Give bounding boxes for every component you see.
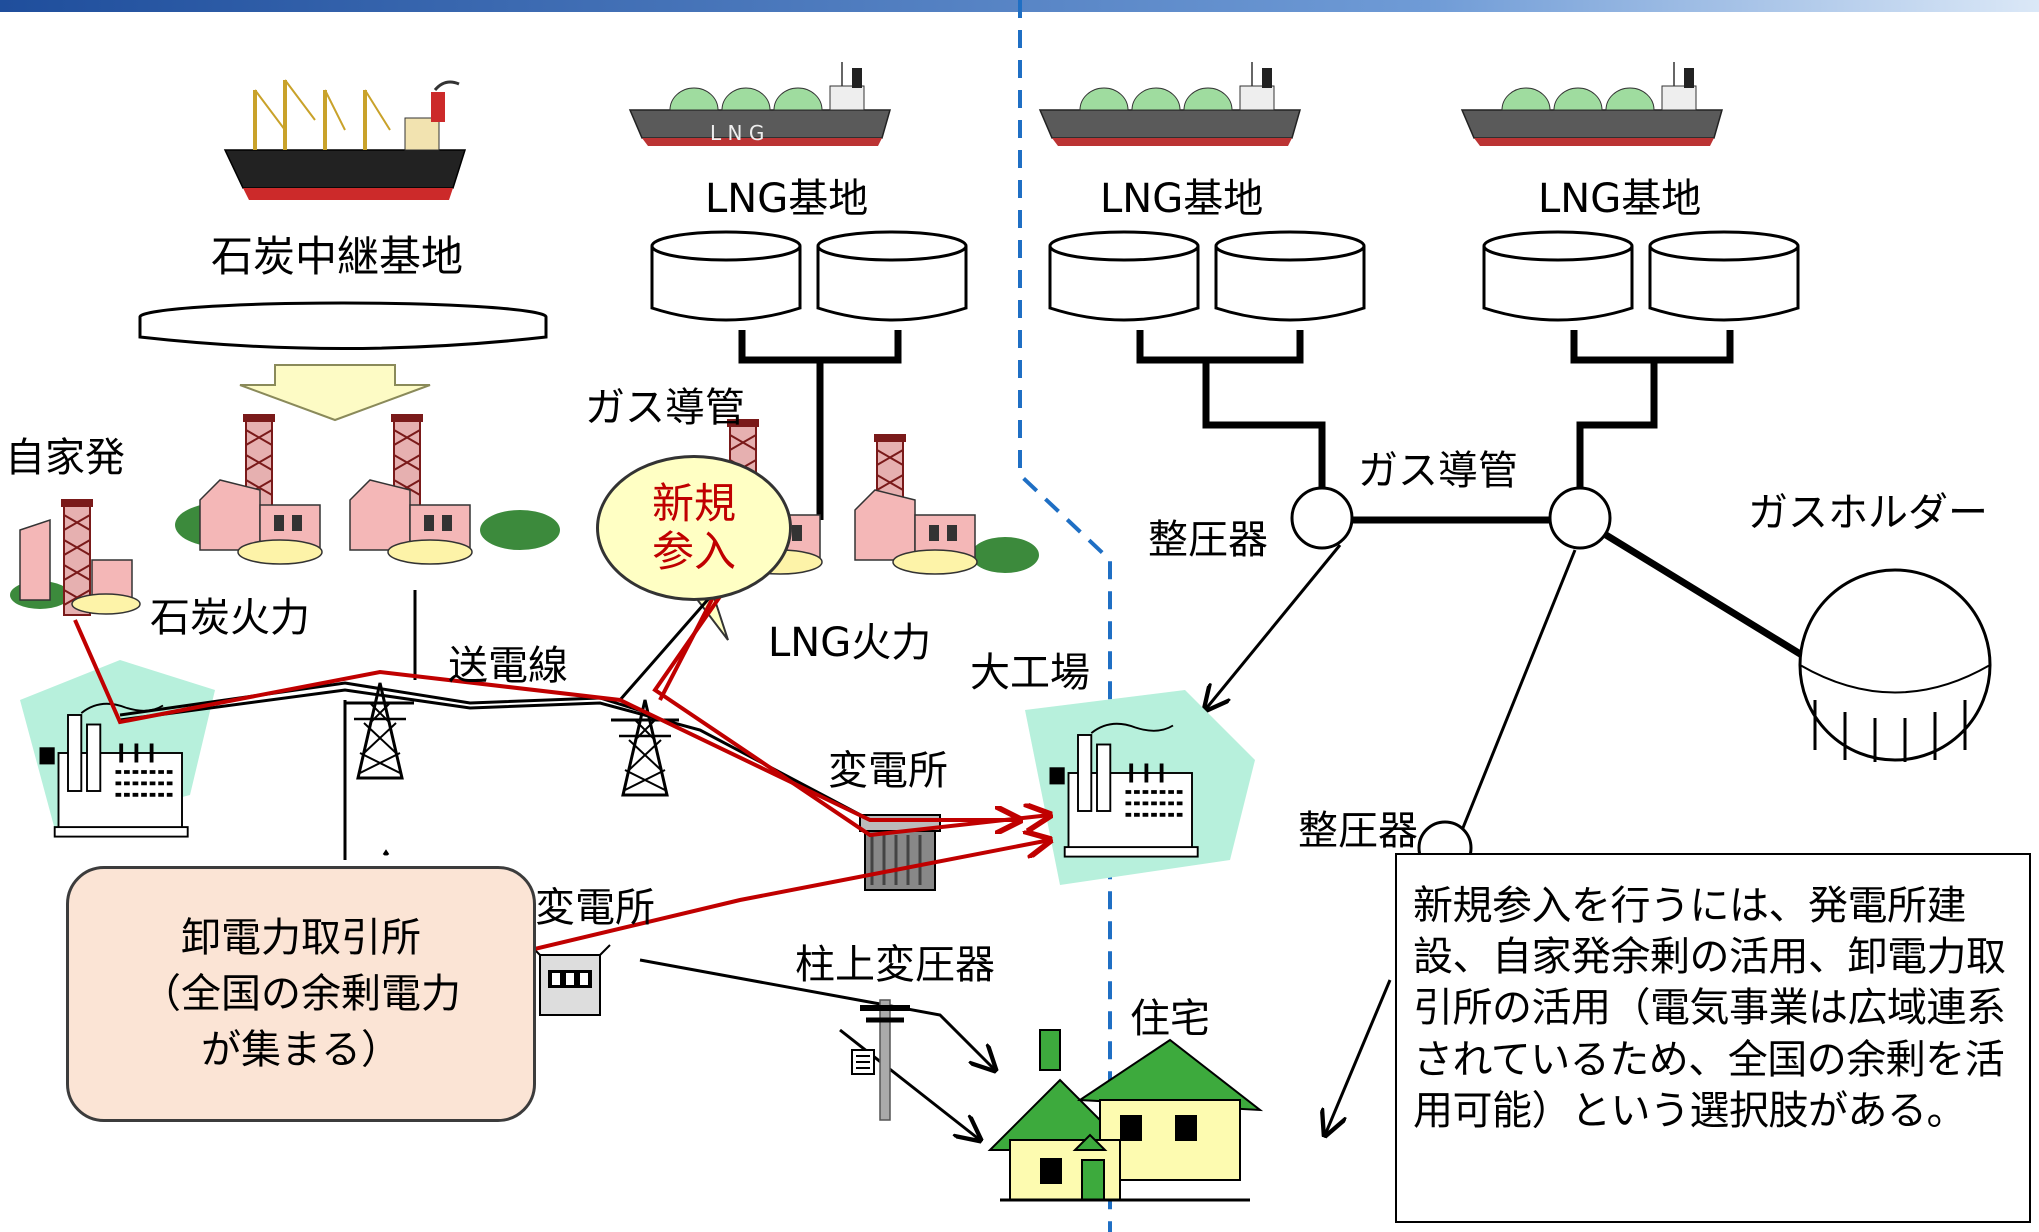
label-gas-holder: ガスホルダー xyxy=(1748,490,1988,536)
lng-tanks-1 xyxy=(650,230,968,322)
lng-thermal-plant-icon xyxy=(699,418,1039,575)
label-lng-thermal: LNG火力 xyxy=(768,620,932,666)
regulator-icon-1 xyxy=(1290,486,1354,550)
self-generation-plant-icon xyxy=(10,498,141,616)
region-divider xyxy=(1018,0,1112,1232)
substation-icon-1 xyxy=(859,814,941,891)
wholesale-exchange-text: 卸電力取引所 （全国の余剰電力 が集まる） xyxy=(141,915,461,1073)
label-residence: 住宅 xyxy=(1130,996,1210,1042)
lng-tanks-2 xyxy=(1048,230,1366,322)
note-text: 新規参入を行うには、発電所建設、自家発余剰の活用、卸電力取引所の活用（電気事業は… xyxy=(1413,883,2006,1134)
lng-tanks-3 xyxy=(1482,230,1800,322)
note-arrow xyxy=(1325,979,1392,1135)
lng-ship-icon-2 xyxy=(1039,61,1301,147)
label-lng-base-3: LNG基地 xyxy=(1538,176,1702,222)
wholesale-exchange-box: 卸電力取引所 （全国の余剰電力 が集まる） xyxy=(66,866,536,1122)
lng-ship-icon-3 xyxy=(1461,61,1723,147)
power-station-icon xyxy=(20,660,215,839)
label-lng-base-2: LNG基地 xyxy=(1100,176,1264,222)
label-lng-base-1: LNG基地 xyxy=(705,176,869,222)
label-self-generation: 自家発 xyxy=(5,435,125,481)
coal-relay-base-icon xyxy=(138,301,548,350)
label-large-factory: 大工場 xyxy=(970,650,1090,696)
gas-pipes xyxy=(738,330,1812,663)
label-transmission-line: 送電線 xyxy=(448,643,568,689)
utility-pole-icon xyxy=(851,999,910,1121)
label-gas-pipeline-2: ガス導管 xyxy=(1358,448,1518,494)
label-substation-1: 変電所 xyxy=(828,748,948,794)
note-box: 新規参入を行うには、発電所建設、自家発余剰の活用、卸電力取引所の活用（電気事業は… xyxy=(1395,853,2031,1223)
label-regulator-1: 整圧器 xyxy=(1148,517,1268,563)
coal-flow-arrow xyxy=(239,364,431,422)
residence-icon xyxy=(987,1029,1264,1202)
coal-thermal-plant-icon xyxy=(175,413,560,565)
gas-holder-icon xyxy=(1798,568,1992,762)
label-coal-relay-base: 石炭中継基地 xyxy=(211,232,464,281)
substation-icon-2 xyxy=(529,944,611,1016)
new-entry-text: 新規 参入 xyxy=(651,478,736,576)
ship-marking: L N G xyxy=(710,121,764,145)
label-substation-2: 変電所 xyxy=(535,885,655,931)
coal-ship-icon xyxy=(223,79,467,200)
large-factory-icon xyxy=(1025,690,1255,885)
new-entry-bubble: 新規 参入 xyxy=(596,455,792,601)
regulator-icon-2 xyxy=(1548,486,1612,550)
label-pole-transformer: 柱上変圧器 xyxy=(795,942,995,988)
label-regulator-2: 整圧器 xyxy=(1298,808,1418,854)
label-coal-thermal: 石炭火力 xyxy=(150,595,310,641)
label-gas-pipeline-1: ガス導管 xyxy=(585,385,745,431)
power-routes xyxy=(73,579,1050,964)
gas-thin-lines xyxy=(1205,544,1577,861)
